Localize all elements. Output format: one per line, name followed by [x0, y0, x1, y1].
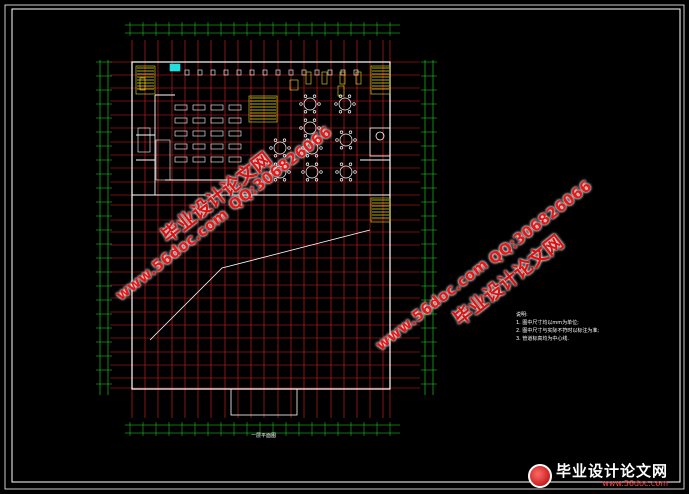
- logo-mark-icon: [528, 464, 552, 488]
- logo-url: www.56doc.com: [602, 479, 669, 488]
- design-notes: 说明: 1. 图中尺寸均以mm为单位; 2. 图中尺寸与实际不符时以标注为准; …: [516, 311, 599, 343]
- building-outline: [131, 61, 391, 416]
- drawing-title: 一层平面图: [251, 433, 277, 439]
- dimension-lines: [96, 22, 437, 436]
- outer-frame: [4, 4, 685, 490]
- notes-item: 3. 管道标高均为中心线.: [516, 336, 569, 342]
- notes-item: 2. 图中尺寸与实际不符时以标注为准;: [516, 328, 600, 334]
- notes-heading: 说明:: [516, 312, 528, 318]
- floor-plan-interior: [135, 63, 391, 223]
- site-logo: 毕业设计论文网 www.56doc.com: [528, 463, 668, 489]
- inner-frame: [11, 8, 681, 483]
- logo-text: 毕业设计论文网: [556, 462, 669, 480]
- notes-item: 1. 图中尺寸均以mm为单位;: [516, 320, 579, 326]
